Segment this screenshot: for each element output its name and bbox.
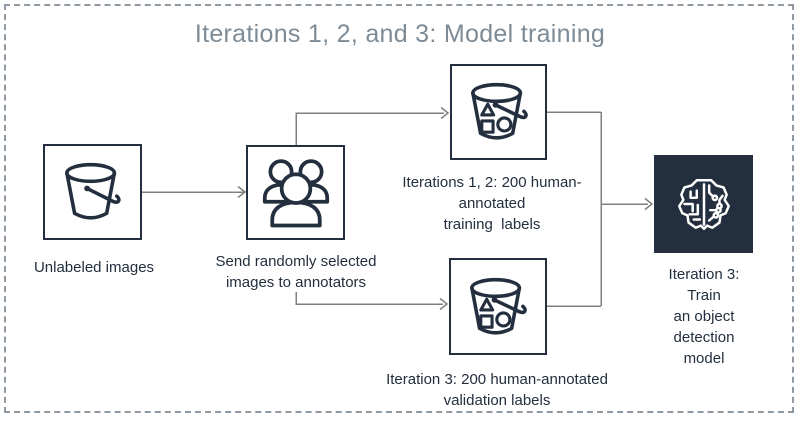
node-label-unlabeled-images: Unlabeled images	[33, 259, 155, 276]
node-label-validation-labels: Iteration 3: 200 human-annotated validat…	[386, 371, 608, 409]
s3-bucket-icon	[64, 162, 121, 220]
node-model-training	[654, 155, 753, 253]
s3-bucket-objects-icon	[470, 82, 528, 140]
node-annotators	[246, 145, 345, 240]
diagram-title: Iterations 1, 2, and 3: Model training	[194, 20, 606, 48]
node-label-annotators: Send randomly selected images to annotat…	[215, 253, 377, 291]
s3-bucket-objects-icon	[470, 277, 527, 335]
node-unlabeled-images	[43, 144, 142, 240]
dashed-border-frame	[4, 4, 794, 413]
node-label-training-labels: Iterations 1, 2: 200 human- annotated tr…	[402, 174, 582, 233]
users-icon	[262, 158, 329, 227]
machine-learning-icon	[677, 179, 730, 230]
node-validation-labels	[449, 258, 547, 355]
node-training-labels	[450, 64, 547, 160]
node-label-model-training: Iteration 3: Train an object detection m…	[668, 266, 740, 367]
